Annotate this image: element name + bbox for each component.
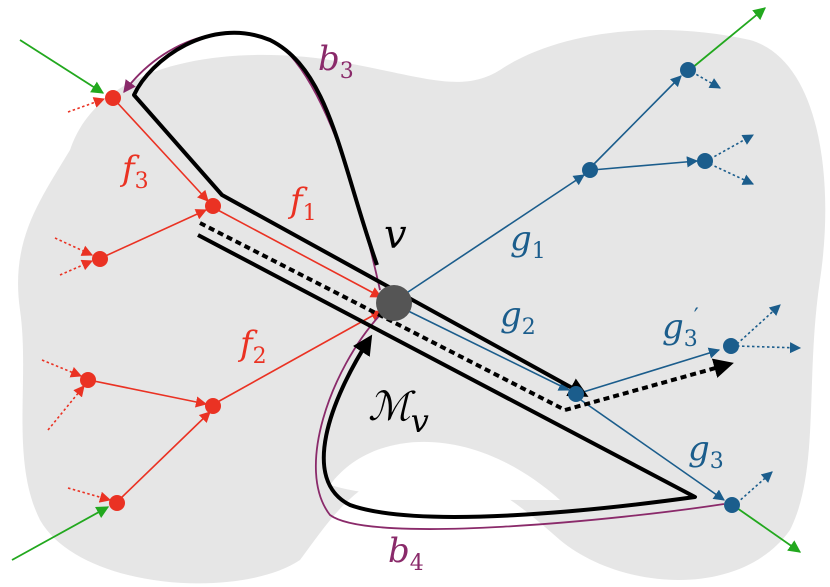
edge-red-bottom-up xyxy=(118,411,211,501)
node-red-mid xyxy=(205,398,221,414)
label-b3: b3 xyxy=(318,39,354,84)
green-out-top xyxy=(691,7,766,69)
edge-red-left-to-f1 xyxy=(100,209,208,259)
label-Mv: ℳv xyxy=(368,384,429,440)
node-blue-top xyxy=(680,62,696,78)
contour-Mv xyxy=(132,30,697,519)
edge-g3 xyxy=(577,397,725,501)
node-red-bottom xyxy=(109,495,125,511)
edge-blue-up xyxy=(591,75,682,167)
red-nodes xyxy=(80,90,221,511)
contour-lower xyxy=(197,233,697,519)
edge-f1 xyxy=(213,207,382,298)
edge-f2 xyxy=(213,310,382,405)
green-out-bottom xyxy=(736,507,802,553)
node-blue-g2end xyxy=(568,386,584,402)
center-node-v xyxy=(376,285,412,321)
label-b4: b4 xyxy=(388,531,424,576)
label-g3-prime: g3′ xyxy=(662,305,699,352)
outgoing-stubs xyxy=(691,71,802,504)
contour-dotted-right xyxy=(564,358,734,412)
edge-red-mid-left xyxy=(88,379,208,408)
label-g1: g1 xyxy=(510,219,546,264)
incoming-edges xyxy=(88,97,382,501)
node-blue-right xyxy=(697,153,713,169)
label-g3: g3 xyxy=(688,429,724,474)
label-v: v xyxy=(384,212,407,258)
node-red-midleft xyxy=(80,372,96,388)
node-blue-g3prime xyxy=(723,338,739,354)
blue-nodes xyxy=(568,62,740,513)
edge-g1 xyxy=(395,174,585,301)
contour-upper xyxy=(132,30,589,397)
green-in-top xyxy=(19,39,105,94)
green-in-bottom xyxy=(11,506,110,561)
path-b4 xyxy=(315,314,725,530)
node-red-f1start xyxy=(205,198,221,214)
boundary-arrows xyxy=(11,7,802,561)
node-blue-g1end xyxy=(582,162,598,178)
node-red-top xyxy=(105,90,121,106)
outgoing-edges xyxy=(395,75,725,501)
node-blue-g3end xyxy=(724,497,740,513)
edge-blue-right xyxy=(591,156,699,171)
edge-f3 xyxy=(112,97,209,202)
edge-g2 xyxy=(397,305,571,391)
background-notch xyxy=(330,441,560,500)
edge-g3-prime xyxy=(579,347,721,394)
node-red-left xyxy=(92,251,108,267)
incoming-stubs xyxy=(41,97,112,503)
label-g2: g2 xyxy=(500,295,536,340)
